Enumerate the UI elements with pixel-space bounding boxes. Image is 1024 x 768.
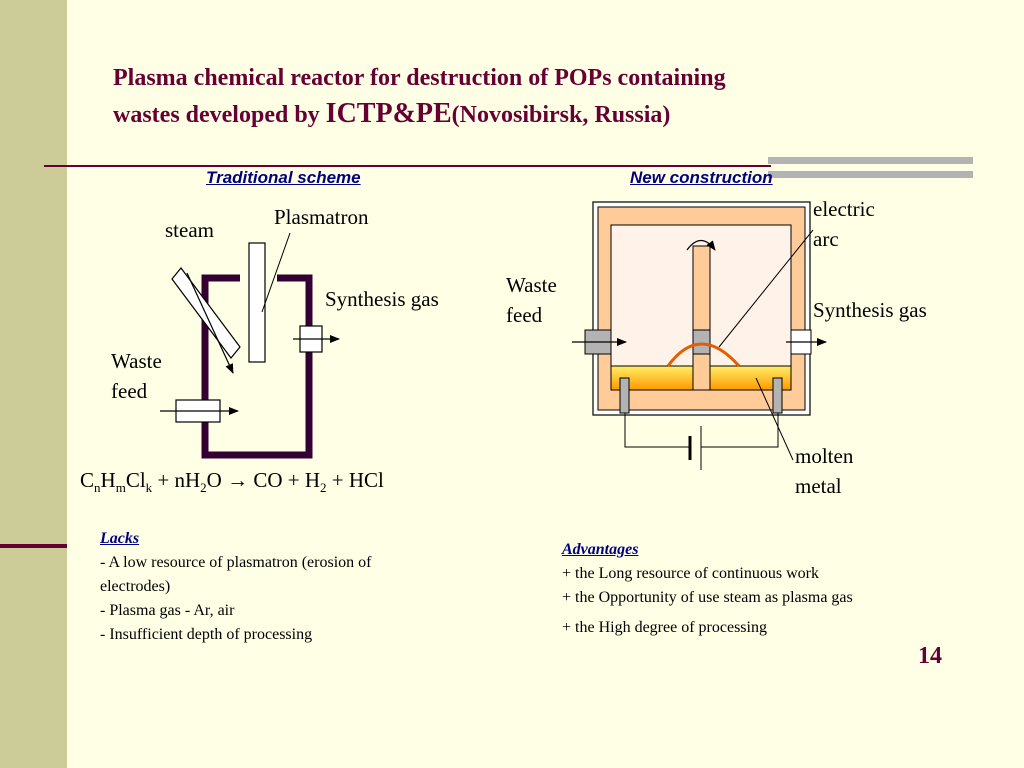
molten-metal-leader xyxy=(755,377,794,461)
side-band-rule xyxy=(0,544,67,548)
reactor-vessel xyxy=(201,274,313,459)
plasmatron-leader xyxy=(261,232,291,313)
waste-word-right: Waste xyxy=(506,273,557,297)
advantages-item: + the High degree of processing xyxy=(562,619,767,636)
decor-bar-bottom xyxy=(768,171,973,178)
steam-arrow xyxy=(186,272,234,374)
reaction-equation: CnHmClk + nH2O → CO + H2 + HCl xyxy=(80,468,384,496)
lacks-item: - Insufficient depth of processing xyxy=(100,626,313,643)
title-suffix: (Novosibirsk, Russia) xyxy=(451,102,671,128)
title-rule xyxy=(44,165,771,167)
eq-arrow: → xyxy=(227,468,249,492)
eq-two-2: 2 xyxy=(320,480,327,496)
electric-word: electric xyxy=(813,197,875,221)
lacks-heading: Lacks xyxy=(100,530,140,547)
steam-label: steam xyxy=(165,218,214,242)
eq-c: C xyxy=(80,468,95,492)
waste-word: Waste xyxy=(111,349,162,373)
slide-title: Plasma chemical reactor for destruction … xyxy=(113,60,933,133)
advantages-item: + the Opportunity of use steam as plasma… xyxy=(562,589,853,606)
title-line-2: wastes developed by ICTP&PE(Novosibirsk,… xyxy=(113,96,933,133)
electric-arc-label: electric arc xyxy=(813,194,875,254)
feed-word-right: feed xyxy=(506,303,543,327)
molten-word: molten xyxy=(795,444,854,468)
circuit-right xyxy=(701,413,779,448)
eq-k: k xyxy=(145,480,153,496)
plasmatron-torch xyxy=(248,242,266,363)
plasmatron-label: Plasmatron xyxy=(274,205,369,229)
arc-word: arc xyxy=(813,227,839,251)
eq-cl: Cl xyxy=(125,468,146,492)
lacks-item: - Plasma gas - Ar, air xyxy=(100,602,235,619)
lacks-block: Lacks - A low resource of plasmatron (er… xyxy=(100,527,480,647)
advantages-heading: Advantages xyxy=(562,541,639,558)
eq-hcl: + HCl xyxy=(326,468,384,492)
molten-metal-label: molten metal xyxy=(795,441,853,501)
new-reactor xyxy=(572,201,827,470)
advantages-block: Advantages + the Long resource of contin… xyxy=(562,538,982,640)
side-band xyxy=(0,0,67,768)
traditional-reactor xyxy=(160,232,340,459)
eq-co: CO + H xyxy=(248,468,321,492)
electrode-right xyxy=(772,377,783,414)
eq-m: m xyxy=(115,480,126,496)
eq-o: O xyxy=(206,468,228,492)
title-line-1: Plasma chemical reactor for destruction … xyxy=(113,65,726,91)
decor-bar-top xyxy=(768,157,973,164)
electric-arc-path xyxy=(666,342,741,367)
eq-n: n xyxy=(94,480,101,496)
central-divider xyxy=(692,245,711,391)
eq-h: H xyxy=(100,468,116,492)
waste-feed-label-right: Waste feed xyxy=(506,270,557,330)
divider-port xyxy=(692,329,711,355)
metal-word: metal xyxy=(795,474,842,498)
synthesis-gas-label-right: Synthesis gas xyxy=(813,298,927,322)
eq-water: + nH xyxy=(152,468,201,492)
synthesis-gas-label-left: Synthesis gas xyxy=(325,287,439,311)
traditional-scheme-heading: Traditional scheme xyxy=(206,168,361,187)
lacks-item: - A low resource of plasmatron (erosion … xyxy=(100,554,372,571)
electric-arc-leader xyxy=(718,229,814,348)
page-number: 14 xyxy=(918,643,942,669)
new-construction-heading: New construction xyxy=(630,168,773,187)
title-prefix: wastes developed by xyxy=(113,102,326,128)
circuit-left xyxy=(624,413,690,448)
lacks-item: electrodes) xyxy=(100,578,171,595)
advantages-item: + the Long resource of continuous work xyxy=(562,565,819,582)
feed-word: feed xyxy=(111,379,148,403)
circulation-arrow xyxy=(686,239,716,251)
waste-feed-label-left: Waste feed xyxy=(111,346,162,406)
title-org: ICTP&PE xyxy=(325,98,452,129)
eq-two-1: 2 xyxy=(200,480,207,496)
electrode-left xyxy=(619,377,630,414)
